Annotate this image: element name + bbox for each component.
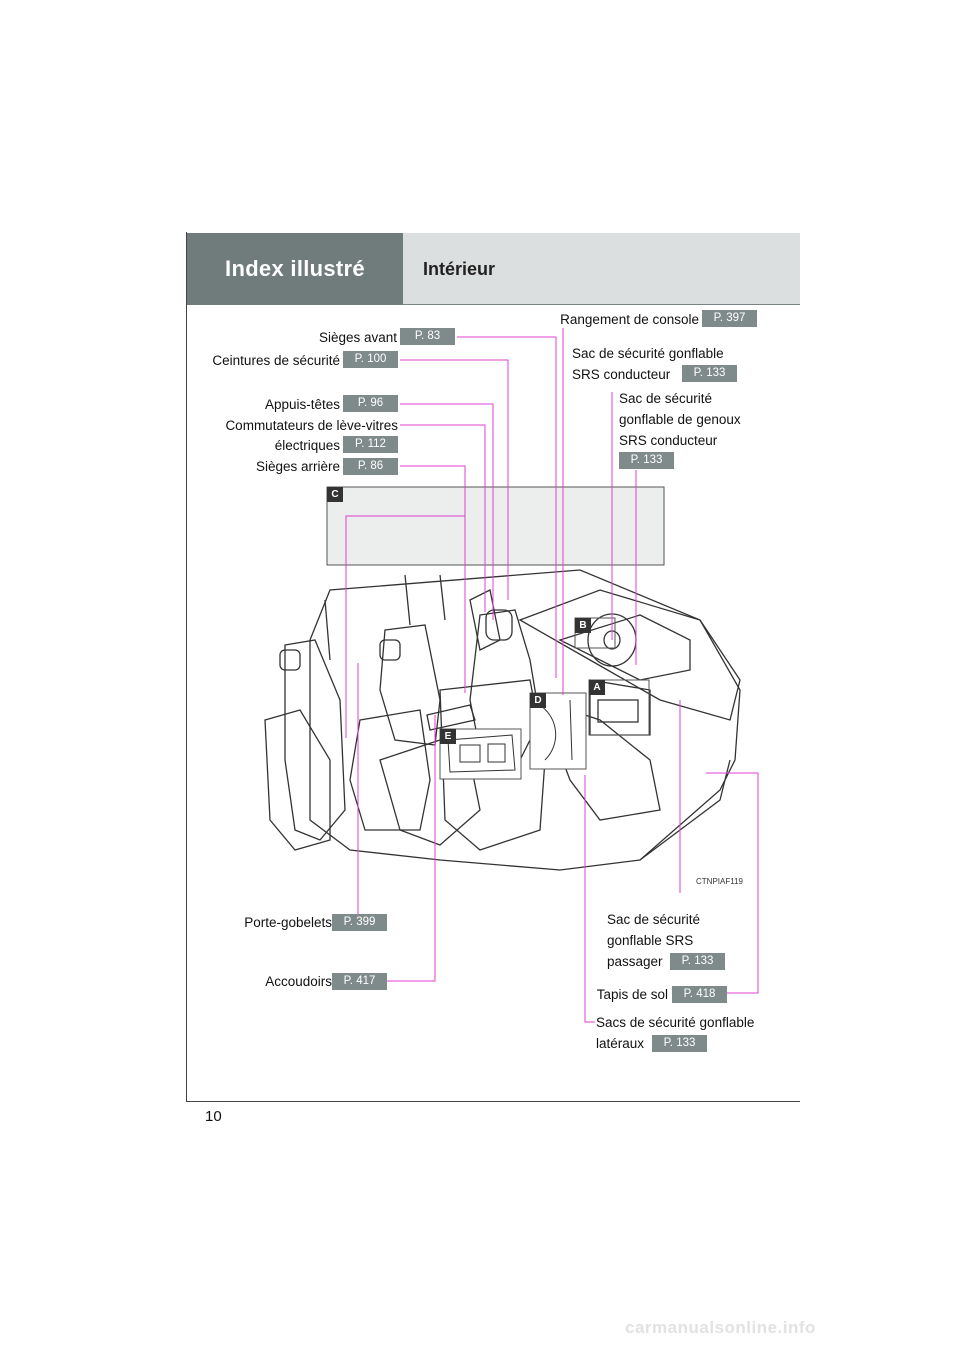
page-title: Intérieur [403,233,800,305]
page-frame-bottom [186,1101,800,1102]
page-ref-airbag-passager[interactable]: P. 133 [670,953,725,970]
page-ref-airbag-conducteur[interactable]: P. 133 [682,365,737,382]
label-airbags-lateraux-line1: Sacs de sécurité gonflable [596,1015,755,1030]
label-airbag-genoux-line3: SRS conducteur [619,433,718,448]
section-title: Index illustré [187,233,403,305]
page-ref-accoudoirs[interactable]: P. 417 [332,973,387,990]
page-ref-ceintures[interactable]: P. 100 [343,351,398,368]
page-ref-sieges-avant[interactable]: P. 83 [400,328,455,345]
label-airbag-genoux-line1: Sac de sécurité [619,391,713,406]
marker-b: B [575,618,591,633]
marker-a: A [589,680,605,695]
marker-c: C [327,487,343,502]
callout-lines [345,328,759,1023]
label-airbag-passager-line2: gonflable SRS [607,933,694,948]
page-frame-left [186,232,187,1102]
label-tapis: Tapis de sol [596,987,668,1002]
label-airbag-conducteur-line1: Sac de sécurité gonflable [572,346,724,361]
label-airbag-conducteur-line2: SRS conducteur [572,367,671,382]
label-rangement: Rangement de console [560,312,699,327]
page-ref-airbag-genoux[interactable]: P. 133 [619,452,674,469]
label-commutateurs-line2: électriques [274,438,340,453]
label-airbags-lateraux-line2: latéraux [596,1036,645,1051]
label-porte-gobelets: Porte-gobelets [244,915,332,930]
label-airbag-passager-line1: Sac de sécurité [607,912,701,927]
label-ceintures: Ceintures de sécurité [212,353,340,368]
label-sieges-arriere: Sièges arrière [255,459,340,474]
page-number: 10 [205,1108,222,1125]
figure-code: CTNPIAF119 [696,877,743,886]
page-ref-sieges-arriere[interactable]: P. 86 [343,458,398,475]
header-divider [403,304,800,305]
page-ref-appuis-tetes[interactable]: P. 96 [343,395,398,412]
marker-d: D [530,693,546,708]
page-ref-porte-gobelets[interactable]: P. 399 [332,914,387,931]
label-airbag-passager-line3: passager [607,954,663,969]
label-appuis-tetes: Appuis-têtes [264,397,340,412]
area-d-box [529,692,587,770]
car-interior-drawing [264,569,741,871]
area-b-box [574,617,616,649]
label-sieges-avant: Sièges avant [318,330,397,345]
area-a-box [588,679,650,736]
page-ref-rangement[interactable]: P. 397 [702,310,757,327]
label-commutateurs-line1: Commutateurs de lève-vitres [225,418,398,433]
watermark: carmanualsonline.info [625,1318,816,1337]
area-c-box [326,486,665,566]
marker-e: E [440,729,456,744]
label-accoudoirs: Accoudoirs [265,974,332,989]
page-ref-tapis[interactable]: P. 418 [672,986,727,1003]
label-airbag-genoux-line2: gonflable de genoux [619,412,741,427]
page-ref-airbags-lateraux[interactable]: P. 133 [652,1035,707,1052]
page-ref-commutateurs[interactable]: P. 112 [343,436,398,453]
